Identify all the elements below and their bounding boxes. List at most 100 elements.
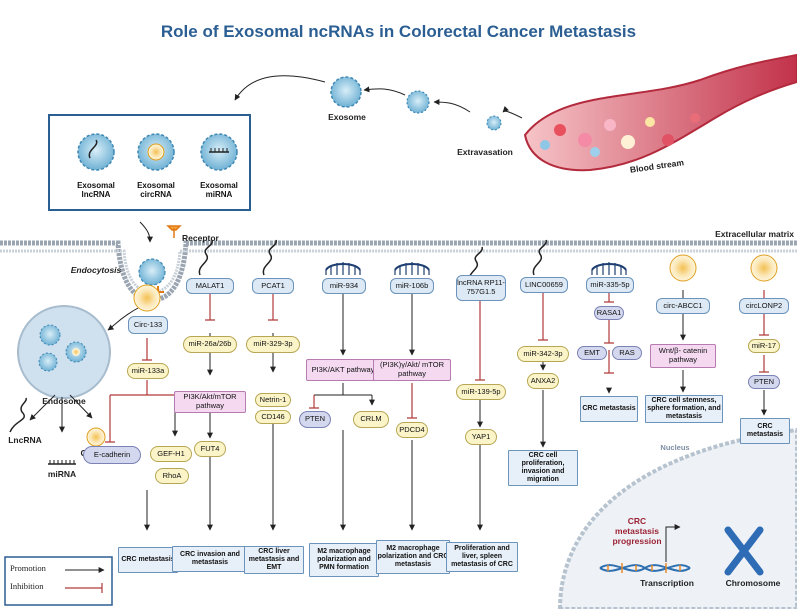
- circlonp2-circrna-icon: [750, 254, 778, 282]
- legend-inhibition-arrow: [65, 583, 103, 593]
- dna-icon: [599, 563, 691, 573]
- rp11-outcome-box: Proliferation and liver, spleen metastas…: [446, 542, 518, 572]
- yap1-box: YAP1: [465, 429, 497, 445]
- malat1-box: MALAT1: [186, 278, 234, 294]
- exosomal-circrna-label: Exosomal circRNA: [137, 181, 175, 200]
- mir106b-mirna-icon: [394, 262, 430, 275]
- pdcd4-box: PDCD4: [396, 422, 428, 438]
- progression-label: CRC metastasis progression: [612, 516, 662, 546]
- endosome: [17, 305, 111, 399]
- pten-circlonp2-box: PTEN: [748, 375, 780, 389]
- exosome-small-1: [486, 115, 502, 131]
- ras-box: RAS: [612, 346, 642, 360]
- mir106b-pathway-box: (PI3K)γ/Akt/ mTOR pathway: [373, 359, 451, 381]
- diagram-title: Role of Exosomal ncRNAs in Colorectal Ca…: [160, 22, 637, 41]
- fut4-box: FUT4: [194, 441, 226, 457]
- mir139-box: miR-139-5p: [456, 384, 506, 400]
- malat1-outcome-box: CRC invasion and metastasis: [172, 546, 248, 572]
- cd146-box: CD146: [255, 410, 291, 424]
- mir329-box: miR-329-3p: [246, 336, 300, 353]
- legend-promotion-label: Promotion: [10, 563, 46, 573]
- extravasation-label: Extravasation: [457, 147, 513, 157]
- e-cadherin-box: E-cadherin: [83, 446, 141, 464]
- rasa1-box: RASA1: [594, 306, 624, 320]
- mir17-box: miR-17: [748, 339, 780, 353]
- transcription-label: Transcription: [640, 578, 694, 588]
- mirna-icon: [48, 460, 76, 465]
- circ133-circrna-icon: [133, 284, 161, 312]
- linc00659-lncrna-icon: [532, 239, 547, 276]
- chromosome-icon: [724, 526, 764, 576]
- exosomal-lncrna-label: Exosomal lncRNA: [77, 181, 115, 200]
- circrna-icon: [86, 427, 106, 447]
- arrow-to-circrna: [69, 394, 93, 419]
- anxa2-box: ANXA2: [527, 373, 559, 389]
- mir934-outcome-box: M2 macrophage polarization and PMN forma…: [309, 543, 379, 577]
- pcat1-outcome-box: CRC liver metastasis and EMT: [244, 546, 304, 574]
- legend-inhibition-label: Inhibition: [10, 581, 44, 591]
- extracellular-matrix-label: Extracellular matrix: [715, 229, 794, 239]
- mir106b-outcome-box: M2 macrophage polarization and CRC metas…: [376, 540, 450, 574]
- nucleus-label: Nucleus: [660, 443, 690, 452]
- arrow-exosome-small: [433, 99, 471, 113]
- receptor-label: Receptor: [182, 233, 219, 243]
- circabcc1-outcome-box: CRC cell stemness, sphere formation, and…: [645, 395, 723, 423]
- mir934-mirna-icon: [325, 262, 361, 275]
- rhoa-box: RhoA: [155, 468, 189, 484]
- circabcc1-circrna-icon: [669, 254, 697, 282]
- mir342-box: miR-342-3p: [517, 346, 569, 362]
- rp11-box: lncRNA RP11-757G1.5: [456, 275, 506, 301]
- mir26a-box: miR-26a/26b: [183, 336, 237, 353]
- pcat1-lncrna-icon: [262, 239, 277, 276]
- chromosome-label: Chromosome: [725, 578, 781, 588]
- exosome-label: Exosome: [328, 112, 366, 122]
- mir335-box: miR-335-5p: [586, 277, 634, 293]
- mir335-outcome-box: CRC metastasis: [580, 396, 638, 422]
- crlm-box: CRLM: [353, 411, 389, 428]
- arrow-to-endosome: [107, 307, 139, 331]
- mir335-mirna-icon: [591, 262, 627, 275]
- mir106b-box: miR-106b: [390, 278, 434, 294]
- arrow-exosome-mid: [363, 86, 406, 96]
- mirna-label: miRNA: [47, 469, 77, 479]
- linc00659-outcome-box: CRC cell proliferation, invasion and mig…: [508, 450, 578, 486]
- arrow-blood-to-exosome: [502, 106, 523, 119]
- lncrna-label: LncRNA: [8, 435, 42, 445]
- emt-box: EMT: [577, 346, 607, 360]
- circ133-outcome-box: CRC metastasis: [118, 547, 178, 573]
- gef-h1-box: GEF-H1: [150, 446, 192, 462]
- endosome-label: Endosome: [42, 396, 86, 406]
- circabcc1-box: circ-ABCC1: [656, 298, 710, 314]
- endocytosis-label: Endocytosis: [70, 265, 122, 275]
- arrow-transcription: [665, 524, 681, 562]
- mir934-box: miR-934: [322, 278, 366, 294]
- exosome-mirna-icon: [200, 133, 238, 171]
- circ133-box: Circ-133: [128, 316, 168, 334]
- exosomal-mirna-label: Exosomal miRNA: [200, 181, 238, 200]
- mir934-pathway-box: PI3K/AKT pathway: [306, 359, 380, 381]
- netrin1-box: Netrin-1: [255, 393, 291, 407]
- exosome-large: [330, 76, 362, 108]
- blood-vessel: [523, 53, 797, 172]
- arrow-to-endocytosis: [139, 221, 153, 243]
- circlonp2-outcome-box: CRC metastasis: [740, 418, 790, 444]
- malat1-lncrna-icon: [198, 239, 213, 276]
- exosome-lncrna-icon: [77, 133, 115, 171]
- arrow-to-exosome-box: [234, 75, 326, 101]
- receptor-icon: [166, 225, 182, 238]
- linc00659-box: LINC00659: [520, 277, 568, 293]
- legend-box: [4, 556, 113, 606]
- circlonp2-box: circLONP2: [739, 298, 789, 314]
- exosome-circrna-icon: [137, 133, 175, 171]
- malat1-pathway-box: PI3K/Akt/mTOR pathway: [174, 391, 246, 413]
- endocytosed-exosome-icon: [138, 258, 166, 294]
- pten-mir934-box: PTEN: [299, 411, 331, 428]
- pcat1-box: PCAT1: [252, 278, 294, 294]
- arrow-to-lncrna: [29, 394, 56, 421]
- lncrna-icon: [9, 397, 27, 433]
- mir133a-box: miR-133a: [127, 363, 169, 379]
- circabcc1-pathway-box: Wnt/β- catenin pathway: [650, 344, 716, 368]
- exosome-small-2: [406, 90, 430, 114]
